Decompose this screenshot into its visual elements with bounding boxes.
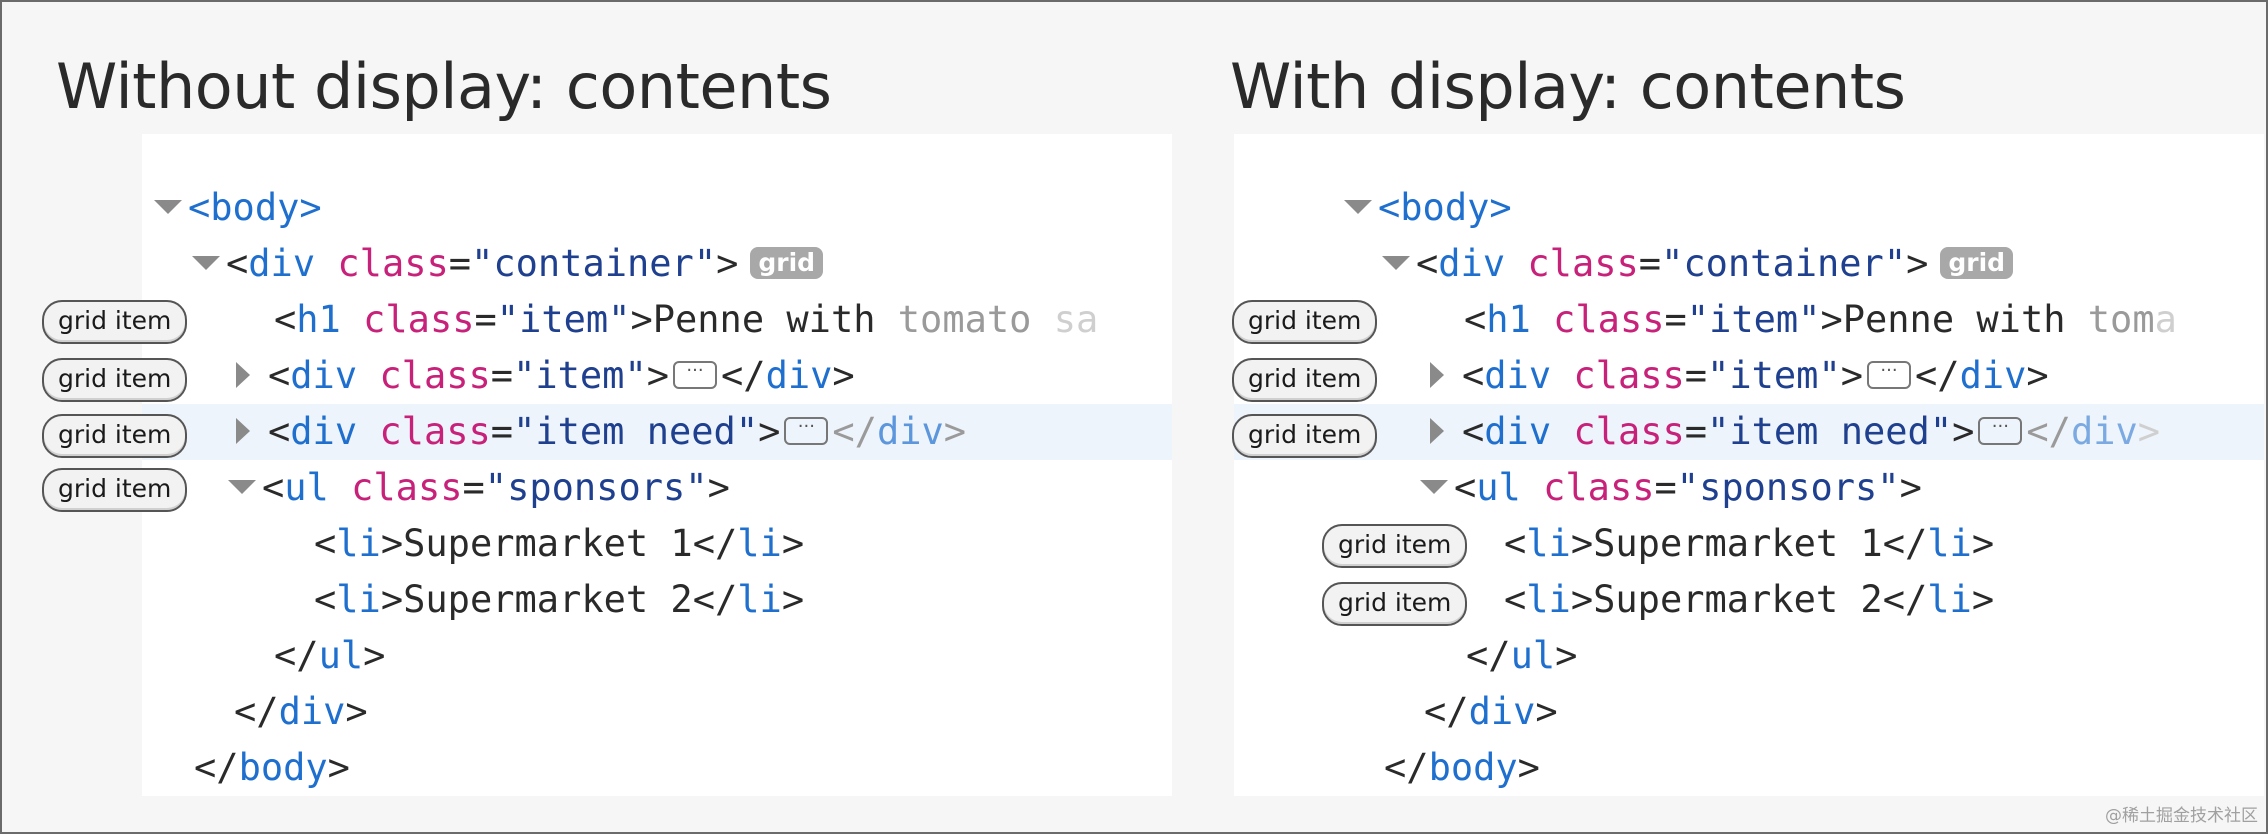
tree-row[interactable]: </body> (194, 746, 350, 789)
grid-item-badge[interactable]: grid item (1322, 524, 1468, 568)
grid-item-badge[interactable]: grid item (42, 358, 188, 402)
ellipsis-icon[interactable]: ··· (1978, 416, 2023, 445)
right-dom-tree: <body> <div class="container">grid <h1 c… (1234, 134, 2264, 796)
watermark: @稀土掘金技术社区 (2105, 806, 2258, 826)
expand-triangle-icon[interactable] (1382, 255, 1410, 270)
collapse-triangle-icon[interactable] (236, 417, 250, 444)
expand-triangle-icon[interactable] (228, 479, 256, 494)
grid-item-badge[interactable]: grid item (42, 300, 188, 344)
tree-row-selected[interactable]: <div class="item need">···</div> (1234, 404, 2264, 460)
collapse-triangle-icon[interactable] (1430, 361, 1444, 388)
tree-row[interactable]: <div class="container">grid (1234, 236, 2264, 292)
tree-row[interactable]: </ul> (274, 634, 386, 677)
expand-triangle-icon[interactable] (1344, 199, 1372, 214)
tree-row[interactable]: <h1 class="item">Penne with toma (1464, 298, 2177, 341)
grid-item-badge[interactable]: grid item (42, 468, 188, 512)
left-dom-tree: <body> <div class="container">grid <h1 c… (142, 134, 1172, 796)
grid-tag-badge[interactable]: grid (750, 246, 824, 279)
body-open-tag: <body> (188, 186, 322, 229)
tree-row[interactable]: <div class="item">···</div> (1234, 348, 2264, 404)
left-title: Without display: contents (56, 50, 832, 123)
collapse-triangle-icon[interactable] (236, 361, 250, 388)
expand-triangle-icon[interactable] (1420, 479, 1448, 494)
tree-row[interactable]: <li>Supermarket 1</li> (1504, 522, 1995, 565)
collapse-triangle-icon[interactable] (1430, 417, 1444, 444)
ellipsis-icon[interactable]: ··· (784, 416, 829, 445)
tree-row[interactable]: <body> (1234, 180, 2264, 236)
ellipsis-icon[interactable]: ··· (673, 360, 717, 389)
tree-row[interactable]: </div> (1424, 690, 1558, 733)
grid-item-badge[interactable]: grid item (1322, 582, 1468, 626)
right-title: With display: contents (1230, 50, 1906, 123)
tree-row[interactable]: <li>Supermarket 1</li> (314, 522, 805, 565)
tree-row[interactable]: </body> (1384, 746, 1540, 789)
grid-item-badge[interactable]: grid item (1232, 358, 1378, 402)
expand-triangle-icon[interactable] (192, 255, 220, 270)
expand-triangle-icon[interactable] (154, 199, 182, 214)
tree-row[interactable]: <h1 class="item">Penne with tomato sa (274, 298, 1099, 341)
grid-item-badge[interactable]: grid item (42, 414, 188, 458)
tree-row[interactable]: <body> (142, 180, 1172, 236)
tree-row[interactable]: <div class="container">grid (142, 236, 1172, 292)
tree-row[interactable]: <ul class="sponsors"> (142, 460, 1172, 516)
tree-row[interactable]: <ul class="sponsors"> (1234, 460, 2264, 516)
grid-tag-badge[interactable]: grid (1940, 246, 2014, 279)
grid-item-badge[interactable]: grid item (1232, 414, 1378, 458)
tree-row-selected[interactable]: <div class="item need">···</div> (142, 404, 1172, 460)
grid-item-badge[interactable]: grid item (1232, 300, 1378, 344)
tree-row[interactable]: </ul> (1466, 634, 1578, 677)
tree-row[interactable]: <li>Supermarket 2</li> (1504, 578, 1995, 621)
tree-row[interactable]: </div> (234, 690, 368, 733)
ellipsis-icon[interactable]: ··· (1867, 360, 1911, 389)
tree-row[interactable]: <li>Supermarket 2</li> (314, 578, 805, 621)
tree-row[interactable]: <div class="item">···</div> (142, 348, 1172, 404)
